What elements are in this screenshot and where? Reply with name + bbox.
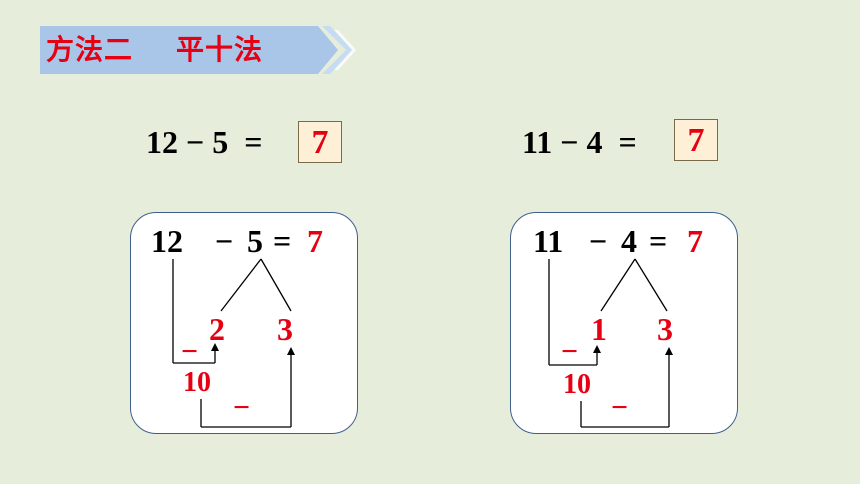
minus-mark-1: − (561, 335, 579, 368)
minus-mark-2: − (233, 391, 251, 424)
answer-box-1: 7 (298, 121, 342, 163)
minus-sign: − (215, 223, 234, 259)
equals-sign: = (273, 223, 292, 259)
equation-1: 12 − 5 = (146, 124, 263, 160)
ten: 10 (183, 367, 211, 398)
ten: 10 (563, 369, 591, 400)
split-part-a: 1 (591, 311, 607, 347)
subtrahend: 4 (621, 223, 637, 259)
page-title: 方法二 平十法 (46, 33, 263, 66)
minus-sign: − (589, 223, 608, 259)
subtrahend: 5 (247, 223, 263, 259)
minuend: 12 (151, 223, 183, 259)
decomposition-lines-1 (172, 258, 295, 428)
decomposition-lines-2 (548, 258, 673, 428)
work-card-2: 11 − 4 = 7 1 3 − 10 − (510, 212, 738, 434)
equation-2: 11 − 4 = (522, 124, 637, 160)
minus-mark-1: − (181, 335, 199, 368)
minus-mark-2: − (611, 391, 629, 424)
split-part-b: 3 (657, 311, 673, 347)
result: 7 (687, 223, 703, 259)
result: 7 (307, 223, 323, 259)
work-card-1: 12 − 5 = 7 2 3 − 10 − (130, 212, 358, 434)
answer-box-2: 7 (674, 119, 718, 161)
equals-sign: = (649, 223, 668, 259)
split-part-a: 2 (209, 311, 225, 347)
minuend: 11 (533, 223, 564, 259)
split-part-b: 3 (277, 311, 293, 347)
